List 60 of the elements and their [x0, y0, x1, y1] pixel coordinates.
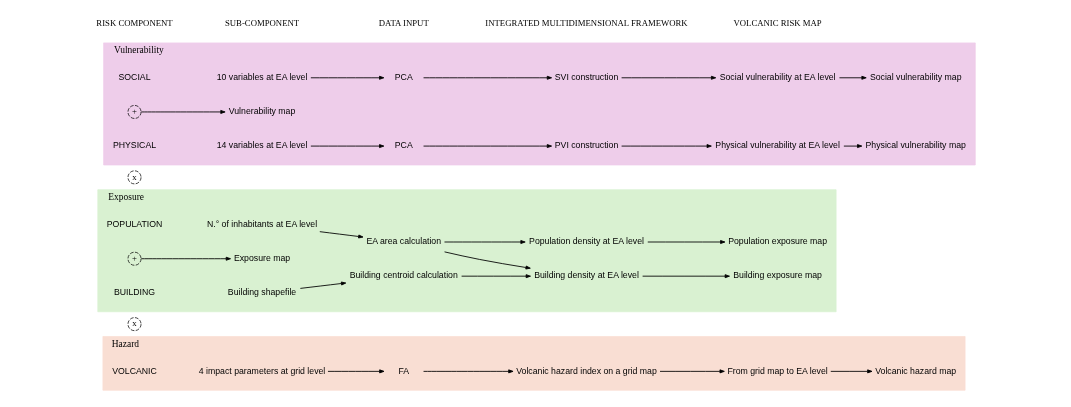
arrow: [299, 281, 346, 289]
node-circle: +: [127, 105, 141, 119]
node-text: Building density at EA level: [533, 270, 639, 281]
node-circle: x: [127, 170, 141, 185]
node-text: Building exposure map: [732, 270, 822, 281]
node-text: Physical vulnerability map: [865, 140, 966, 151]
arrow: [140, 256, 231, 261]
arrow: [460, 274, 531, 279]
arrow: [842, 144, 862, 149]
node-text: SVI construction: [554, 72, 618, 83]
node-text: N.° of inhabitants at EA level: [206, 218, 317, 229]
node-text: PCA: [394, 140, 413, 151]
node-text: Social vulnerability map: [869, 72, 961, 83]
node-text: 14 variables at EA level: [216, 140, 307, 151]
node-circle: x: [127, 317, 141, 332]
node-text: EA area calculation: [365, 236, 441, 247]
node-text: Vulnerability map: [228, 106, 295, 117]
arrow: [838, 75, 867, 80]
arrow: [422, 144, 552, 149]
node-text: POPULATION: [106, 218, 162, 229]
label: SUB-COMPONENT: [224, 18, 299, 29]
node-text: Population density at EA level: [528, 236, 644, 247]
node-text: Building shapefile: [227, 287, 296, 298]
node-text: 4 impact parameters at grid level: [198, 365, 325, 376]
arrow: [646, 240, 725, 244]
node-text: Exposure map: [233, 252, 290, 263]
node-text: SOCIAL: [118, 72, 150, 83]
arrow: [422, 75, 552, 80]
node-text: Physical vulnerability at EA level: [714, 140, 840, 151]
arrow: [443, 240, 526, 244]
arrow: [443, 251, 531, 270]
label: VOLCANIC RISK MAP: [733, 18, 822, 29]
arrow: [641, 274, 730, 279]
node-text: Volcanic hazard map: [874, 365, 956, 376]
node-text: PHYSICAL: [112, 140, 156, 151]
arrow: [309, 144, 384, 149]
label: DATA INPUT: [378, 18, 429, 29]
arrow: [659, 369, 725, 374]
arrow: [318, 231, 363, 239]
node-text: FA: [397, 365, 409, 376]
node-circle: +: [127, 251, 141, 266]
node-text: VOLCANIC: [111, 365, 157, 376]
arrow: [829, 369, 872, 374]
arrow: [620, 75, 716, 80]
node-text: Building centroid calculation: [349, 270, 458, 281]
node-text: From grid map to EA level: [726, 365, 828, 376]
arrow: [620, 144, 712, 149]
arrow: [327, 369, 384, 374]
label: RISK COMPONENT: [95, 18, 173, 29]
node-text: 10 variables at EA level: [216, 72, 307, 83]
node-text: Volcanic hazard index on a grid map: [515, 365, 657, 376]
node-text: Social vulnerability at EA level: [719, 72, 836, 83]
node-text: Population exposure map: [727, 236, 827, 247]
arrow: [140, 109, 226, 114]
node-text: PVI construction: [554, 140, 618, 151]
arrow: [309, 75, 384, 80]
node-text: BUILDING: [113, 287, 155, 298]
arrow: [422, 369, 513, 374]
label: INTEGRATED MULTIDIMENSIONAL FRAMEWORK: [484, 18, 688, 29]
node-text: PCA: [394, 72, 413, 83]
